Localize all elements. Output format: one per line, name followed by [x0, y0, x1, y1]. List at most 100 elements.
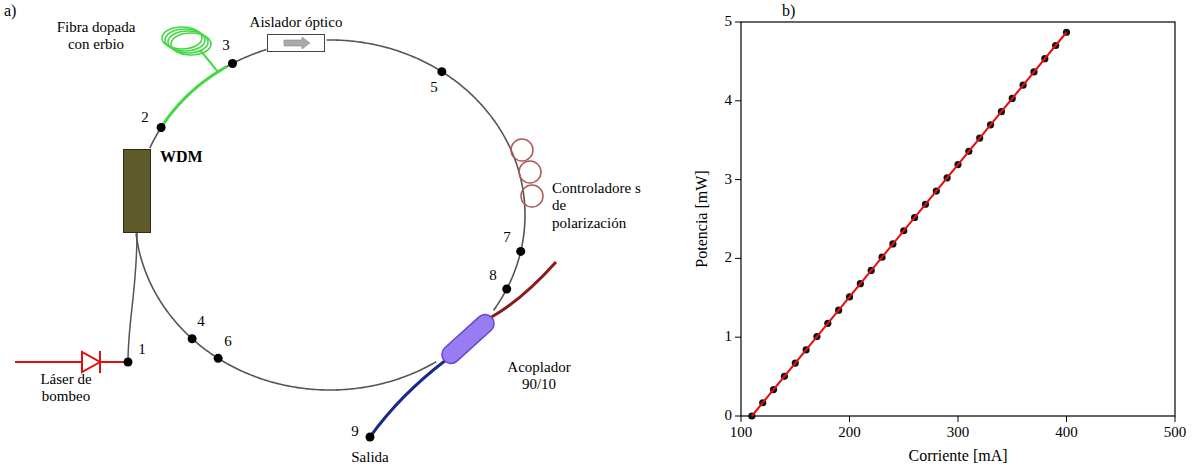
fit-line [752, 32, 1067, 416]
isolator-box: Aislador óptico [267, 34, 325, 52]
y-tick [735, 337, 741, 338]
x-tick [1066, 416, 1067, 422]
data-point [770, 386, 777, 393]
data-point [759, 399, 766, 406]
tick-label: 300 [947, 424, 970, 441]
panel-label: b) [782, 2, 795, 20]
measure-point [188, 334, 197, 343]
data-point [792, 359, 799, 366]
data-point [1063, 29, 1070, 36]
erbium-coil [162, 27, 202, 49]
isolator-arrow [284, 37, 310, 49]
tick-label: 1 [725, 329, 733, 346]
callout-number: 6 [224, 333, 232, 350]
measure-point [366, 433, 375, 442]
component-label: Acoplador 90/10 [501, 359, 577, 394]
data-point [900, 227, 907, 234]
erbium-coil [165, 29, 205, 51]
wdm-box: WDM [123, 149, 151, 233]
output-fiber [370, 360, 446, 437]
callout-number: 9 [351, 423, 359, 440]
erbium-coil [168, 31, 208, 53]
y-tick [735, 258, 741, 259]
panel-label: a) [4, 2, 16, 20]
laser-diode-symbol [82, 352, 100, 372]
tick-label: 500 [1164, 424, 1187, 441]
erbium-fiber [200, 50, 218, 72]
data-point [868, 267, 875, 274]
y-tick [735, 22, 741, 23]
data-point [933, 187, 940, 194]
polarization-loop [519, 161, 541, 183]
fiber-connector [327, 40, 525, 310]
measure-point [516, 247, 525, 256]
x-tick [1175, 416, 1176, 422]
data-point [878, 254, 885, 261]
data-point [998, 108, 1005, 115]
data-point [965, 148, 972, 155]
data-point [781, 373, 788, 380]
data-point [1052, 42, 1059, 49]
coupler-body [438, 311, 498, 367]
component-label: Aislador óptico [250, 14, 343, 31]
tick-label: 0 [725, 407, 733, 424]
measure-point [502, 284, 511, 293]
tick-label: 400 [1055, 424, 1078, 441]
data-point [911, 214, 918, 221]
coupler-tail-fiber [490, 262, 556, 318]
coupler-body [437, 311, 499, 367]
x-tick [958, 416, 959, 422]
data-point [976, 135, 983, 142]
callout-number: 8 [489, 267, 497, 284]
part-label: Fibra dopada con erbio [56, 19, 136, 54]
y-tick [735, 100, 741, 101]
fiber-connector [136, 233, 436, 390]
pump-lead-fiber [128, 233, 137, 362]
measure-point [157, 123, 166, 132]
x-tick [741, 416, 742, 422]
data-point [1009, 95, 1016, 102]
data-point [922, 201, 929, 208]
erbium-fiber [161, 67, 227, 128]
tick-label: 200 [838, 424, 861, 441]
data-point [944, 174, 951, 181]
callout-number: 5 [430, 79, 438, 96]
data-point [813, 333, 820, 340]
coupler-box: Acoplador 90/10 [437, 311, 499, 367]
chart-frame [741, 22, 1175, 416]
measure-point [437, 67, 446, 76]
part-label: Láser de bombeo [35, 371, 97, 406]
callout-number: 2 [141, 109, 149, 126]
tick-label: 4 [725, 92, 733, 109]
isolator-arrow [268, 35, 324, 51]
callout-number: 1 [138, 341, 146, 358]
part-label: Salida [351, 449, 389, 466]
data-point [748, 412, 755, 419]
data-point [889, 240, 896, 247]
pump-wire [100, 361, 128, 363]
laser-diode-symbol [99, 351, 101, 373]
fiber-connector [150, 50, 267, 148]
measure-point [214, 354, 223, 363]
callout-number: 7 [503, 229, 511, 246]
measure-point [124, 358, 133, 367]
data-point [1041, 55, 1048, 62]
callout-number: 3 [222, 37, 230, 54]
y-tick [735, 416, 741, 417]
erbium-coil [171, 33, 211, 55]
x-tick [849, 416, 850, 422]
data-point [987, 121, 994, 128]
data-point [824, 320, 831, 327]
axis-title: Potencia [mW] [693, 170, 711, 267]
data-point [954, 161, 961, 168]
data-point [857, 280, 864, 287]
component-label: WDM [160, 148, 203, 166]
data-point [835, 307, 842, 314]
data-point [1020, 82, 1027, 89]
axis-title: Corriente [mA] [908, 447, 1007, 465]
polarization-loop [521, 185, 543, 207]
data-point [846, 293, 853, 300]
